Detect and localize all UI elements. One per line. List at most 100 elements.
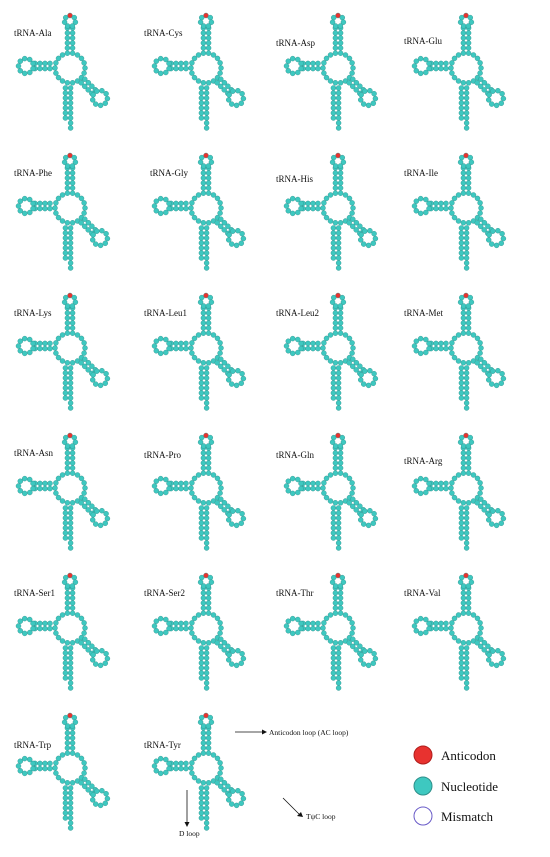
nucleotide — [69, 740, 76, 746]
nucleotide — [189, 210, 195, 216]
nucleotide — [69, 30, 76, 36]
nucleotide — [55, 774, 62, 781]
nucleotide — [191, 615, 198, 622]
nucleotide — [22, 335, 28, 342]
nucleotide — [463, 685, 470, 691]
nucleotide — [69, 465, 76, 471]
nucleotide — [67, 665, 74, 671]
nucleotide — [350, 356, 356, 362]
nucleotide — [157, 350, 164, 357]
nucleotide — [198, 645, 205, 651]
nucleotide — [97, 662, 104, 669]
nucleotide — [353, 87, 359, 93]
nucleotide — [191, 755, 198, 762]
nucleotide — [477, 340, 483, 346]
trna-label: tRNA-His — [276, 174, 313, 184]
anticodon-nucleotide — [67, 152, 73, 159]
nucleotide — [198, 510, 205, 516]
nucleotide — [418, 615, 424, 622]
nucleotide — [493, 522, 500, 529]
nucleotide — [221, 227, 227, 233]
nucleotide — [69, 590, 76, 596]
nucleotide — [332, 40, 339, 46]
nucleotide — [30, 345, 36, 352]
nucleotide — [226, 792, 232, 798]
nucleotide — [205, 780, 212, 786]
nucleotide — [203, 115, 210, 121]
nucleotide — [358, 97, 364, 103]
nucleotide — [53, 490, 59, 496]
nucleotide — [346, 195, 353, 202]
trna-panel: tRNA-Leu2 — [276, 292, 379, 411]
nucleotide — [449, 350, 455, 356]
nucleotide — [438, 625, 444, 632]
nucleotide — [55, 494, 62, 501]
nucleotide — [465, 500, 472, 506]
nucleotide — [198, 675, 205, 681]
trna-panel: tRNA-Thr — [276, 572, 379, 691]
nucleotide — [97, 242, 104, 249]
nucleotide — [330, 525, 337, 531]
nucleotide — [298, 620, 304, 627]
nucleotide — [463, 230, 470, 236]
nucleotide — [74, 752, 81, 758]
nucleotide — [337, 163, 344, 169]
nucleotide — [173, 625, 179, 632]
nucleotide — [460, 590, 467, 596]
nucleotide — [233, 802, 240, 809]
nucleotide — [337, 303, 344, 309]
nucleotide — [189, 350, 195, 356]
nucleotide — [153, 758, 160, 764]
nucleotide — [178, 345, 184, 352]
nucleotide — [285, 478, 291, 484]
nucleotide — [361, 381, 367, 387]
nucleotide — [62, 805, 69, 811]
nucleotide — [353, 367, 359, 373]
nucleotide — [191, 74, 198, 81]
nucleotide — [205, 23, 212, 29]
nucleotide — [189, 770, 195, 776]
nucleotide — [371, 230, 377, 237]
nucleotide — [59, 638, 66, 644]
nucleotide — [463, 380, 470, 386]
nucleotide — [151, 763, 158, 769]
nucleotide — [52, 345, 58, 351]
nucleotide — [460, 465, 467, 471]
nucleotide — [335, 655, 342, 661]
nucleotide — [207, 154, 214, 161]
nucleotide — [62, 90, 69, 96]
nucleotide — [448, 205, 454, 211]
anticodon-nucleotide — [67, 292, 73, 299]
trna-panel: tRNA-Ser2 — [144, 572, 247, 691]
nucleotide — [458, 225, 465, 231]
nucleotide — [451, 55, 458, 62]
nucleotide — [74, 192, 81, 198]
nucleotide — [81, 490, 87, 496]
nucleotide — [372, 375, 379, 382]
nucleotide — [451, 475, 458, 482]
nucleotide — [189, 490, 195, 496]
nucleotide — [69, 330, 76, 336]
nucleotide — [460, 310, 467, 316]
d-loop-arrowhead — [184, 822, 190, 827]
anticodon-nucleotide — [463, 432, 469, 439]
nucleotide — [458, 115, 465, 121]
nucleotide — [198, 795, 205, 801]
nucleotide — [205, 500, 212, 506]
nucleotide — [198, 385, 205, 391]
nucleotide — [61, 439, 68, 445]
nucleotide — [335, 385, 342, 391]
nucleotide — [157, 55, 164, 62]
nucleotide — [203, 365, 210, 371]
nucleotide — [332, 190, 339, 196]
nucleotide — [295, 56, 301, 63]
nucleotide — [62, 714, 69, 721]
nucleotide — [346, 335, 353, 342]
nucleotide — [335, 255, 342, 261]
nucleotide — [17, 768, 23, 774]
nucleotide — [240, 375, 247, 382]
nucleotide — [337, 455, 344, 461]
nucleotide — [458, 255, 465, 261]
nucleotide — [426, 340, 432, 347]
nucleotide — [438, 485, 444, 492]
